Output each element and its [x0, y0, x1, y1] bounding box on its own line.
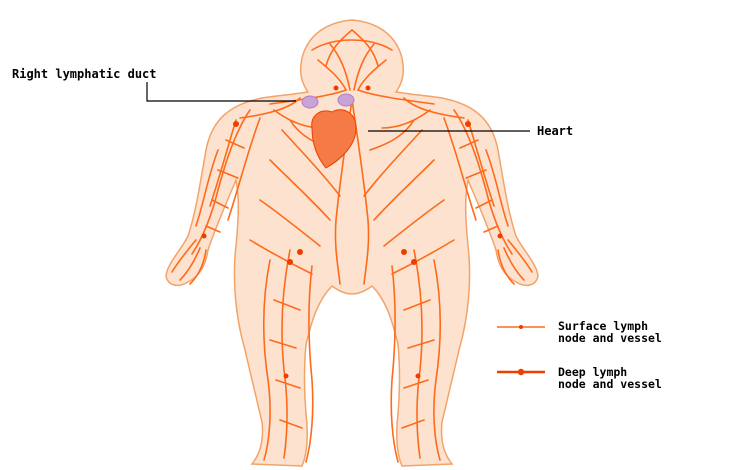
legend-markers: [497, 325, 545, 375]
legend-surface-line2: node and vessel: [558, 332, 662, 344]
legend-deep-line2: node and vessel: [558, 378, 662, 390]
label-right-lymphatic-duct: Right lymphatic duct: [12, 68, 157, 80]
legend-deep-lymph: Deep lymph node and vessel: [558, 366, 662, 390]
label-heart: Heart: [537, 125, 573, 137]
legend-surface-lymph: Surface lymph node and vessel: [558, 320, 662, 344]
body-silhouette: [166, 20, 538, 466]
